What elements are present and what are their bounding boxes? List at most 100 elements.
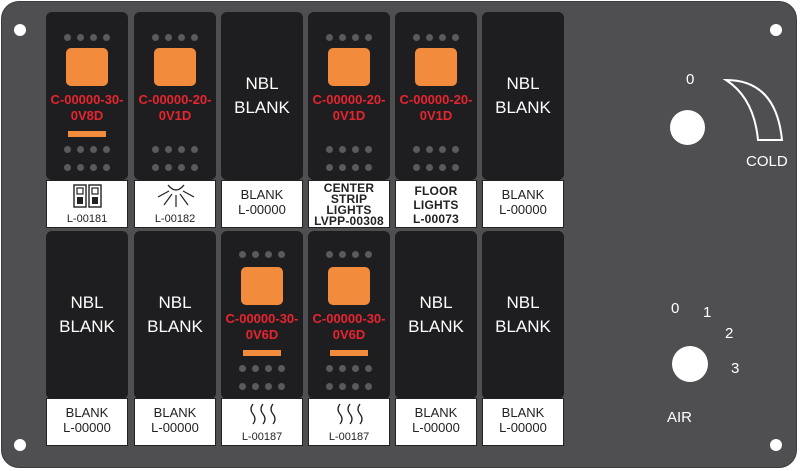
rocker-code: C-00000-30-0V6D (225, 311, 299, 342)
led-dots (134, 164, 216, 171)
label-plate-4: CENTER STRIP LIGHTS LVPP-00308 (308, 180, 390, 228)
label-text: BLANK (414, 405, 458, 420)
label-plate-8: BLANK L-00000 (134, 398, 216, 446)
label-text: BLANK (65, 405, 109, 420)
heat-waves-icon (337, 403, 363, 425)
label-text: FLOOR (414, 184, 458, 198)
part-number: L-00182 (154, 213, 196, 225)
label-plate-10: L-00187 (308, 398, 390, 446)
part-number: L-00187 (241, 431, 283, 443)
rocker-switch-5[interactable]: C-00000-20-0V1D (395, 12, 477, 180)
label-plate-7: BLANK L-00000 (46, 398, 128, 446)
part-number: L-00000 (151, 420, 199, 435)
label-text: BLANK (240, 187, 284, 202)
led-dots (46, 146, 128, 153)
temp-dial-label: COLD (746, 153, 788, 170)
label-plate-6: BLANK L-00000 (482, 180, 564, 228)
rocker-switch-9[interactable]: C-00000-30-0V6D (221, 231, 303, 399)
rocker-switch-10[interactable]: C-00000-30-0V6D (308, 231, 390, 399)
led-dots (46, 34, 128, 41)
part-number: L-00000 (499, 202, 547, 217)
led-dots (308, 365, 390, 372)
led-dots (395, 146, 477, 153)
heat-waves-icon (250, 403, 276, 425)
label-text: CENTER (323, 181, 375, 195)
rocker-switch-1[interactable]: C-00000-30-0V8D (46, 12, 128, 180)
led-dots (308, 34, 390, 41)
label-text: BLANK (153, 405, 197, 420)
label-plate-3: BLANK L-00000 (221, 180, 303, 228)
label-text: BLANK (501, 187, 545, 202)
mount-hole (770, 24, 782, 36)
label-text: STRIP (330, 192, 368, 206)
indicator-bar (68, 131, 106, 137)
rocker-switch-2[interactable]: C-00000-20-0V1D (134, 12, 216, 180)
led-dots (308, 383, 390, 390)
part-number: L-00000 (499, 420, 547, 435)
temp-dial-zero: 0 (686, 71, 695, 88)
door-lock-icon (73, 184, 102, 208)
indicator-bar (243, 350, 281, 356)
indicator-lamp (154, 48, 196, 86)
indicator-lamp (328, 48, 370, 86)
label-text: LIGHTS (326, 203, 372, 217)
rocker-code: C-00000-20-0V1D (312, 92, 386, 123)
temperature-knob[interactable] (670, 110, 705, 145)
temperature-scale-icon (722, 78, 784, 141)
indicator-lamp (66, 48, 108, 86)
label-plate-12: BLANK L-00000 (482, 398, 564, 446)
label-plate-5: FLOOR LIGHTS L-00073 (395, 180, 477, 228)
air-dial-pos1: 1 (703, 304, 712, 321)
air-dial-label: AIR (667, 409, 693, 426)
led-dots (134, 34, 216, 41)
mount-hole (14, 439, 26, 451)
part-number: L-00000 (412, 420, 460, 435)
led-dots (395, 34, 477, 41)
led-dots (221, 383, 303, 390)
air-dial-pos0: 0 (671, 300, 680, 317)
rocker-code: C-00000-30-0V6D (312, 311, 386, 342)
rocker-code: C-00000-20-0V1D (138, 92, 212, 123)
part-number: L-00000 (63, 420, 111, 435)
dome-light-icon (157, 184, 195, 207)
led-dots (46, 164, 128, 171)
led-dots (221, 251, 303, 258)
mount-hole (14, 24, 26, 36)
indicator-lamp (328, 267, 370, 305)
air-dial-pos2: 2 (725, 325, 734, 342)
label-plate-1: L-00181 (46, 180, 128, 228)
part-number: L-00000 (238, 202, 286, 217)
rocker-switch-4[interactable]: C-00000-20-0V1D (308, 12, 390, 180)
rocker-code: C-00000-30-0V8D (50, 92, 124, 123)
label-plate-2: L-00182 (134, 180, 216, 228)
part-number: L-00187 (328, 431, 370, 443)
indicator-lamp (415, 48, 457, 86)
label-plate-11: BLANK L-00000 (395, 398, 477, 446)
mount-hole (770, 439, 782, 451)
part-number: L-00073 (412, 212, 460, 226)
label-plate-9: L-00187 (221, 398, 303, 446)
led-dots (134, 146, 216, 153)
led-dots (308, 164, 390, 171)
air-dial-pos3: 3 (731, 360, 740, 377)
part-number: L-00181 (66, 213, 108, 225)
label-text: BLANK (501, 405, 545, 420)
led-dots (221, 365, 303, 372)
air-knob[interactable] (672, 346, 708, 382)
led-dots (308, 146, 390, 153)
rocker-code: C-00000-20-0V1D (399, 92, 473, 123)
part-number: LVPP-00308 (314, 214, 384, 228)
indicator-bar (330, 350, 368, 356)
